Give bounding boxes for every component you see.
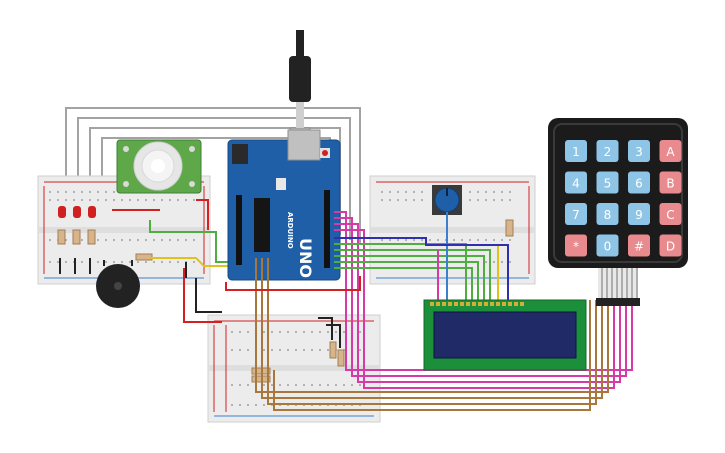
right-resistor [505,219,514,237]
keypad-key-label: 6 [635,177,643,191]
buzzer [96,260,140,308]
left-breadboard [37,175,211,285]
keypad-key-label: 5 [604,177,612,191]
red-leds [58,206,96,218]
keypad-key-D[interactable] [659,234,682,257]
keypad-key-label: 7 [572,208,580,222]
keypad-key-#[interactable] [628,234,650,257]
keypad-key-1[interactable] [565,140,587,162]
keypad-key-*[interactable] [565,234,587,257]
keypad-buttons: 1 2 3 A 4 5 6 B 7 8 9 C * 0 # D [565,140,682,257]
keypad-key-2[interactable] [596,140,619,162]
keypad-key-label: 2 [604,145,612,159]
arduino-bottom-wires [183,258,341,370]
pir-motion-sensor [116,139,202,194]
keypad-key-label: A [666,145,675,159]
pink-wires [334,211,633,389]
keypad-key-C[interactable] [659,203,682,225]
arduino-uno-board: UNO ARDUINO [227,129,341,281]
arduino-brand-label: ARDUINO [286,212,294,249]
keypad-key-4[interactable] [565,171,587,194]
keypad-key-B[interactable] [659,171,682,194]
keypad-key-3[interactable] [628,140,650,162]
keypad-key-label: * [573,240,579,254]
brown-wires [255,300,609,411]
keypad-key-label: 3 [635,145,643,159]
keypad-key-label: 9 [635,208,643,222]
keypad-key-label: # [634,240,644,254]
arduino-model-label: UNO [296,238,315,278]
keypad-key-label: 1 [572,145,580,159]
keypad-connector [596,266,640,306]
lcd-wires [225,212,509,300]
keypad-key-label: 8 [604,208,612,222]
keypad-key-0[interactable] [596,234,619,257]
keypad-key-label: 0 [604,240,612,254]
keypad-key-label: B [666,177,674,191]
potentiometer [432,185,462,215]
keypad-key-8[interactable] [596,203,619,225]
lcd-display [423,299,587,371]
left-board-wires [59,199,238,278]
keypad-key-9[interactable] [628,203,650,225]
keypad-key-label: C [666,208,674,222]
keypad-key-label: 4 [572,177,580,191]
left-resistors [57,229,153,261]
keypad-4x4: 1 2 3 A 4 5 6 B 7 8 9 C * 0 # D [548,118,688,268]
keypad-key-6[interactable] [628,171,650,194]
keypad-key-7[interactable] [565,203,587,225]
keypad-key-A[interactable] [659,140,682,162]
keypad-key-label: D [666,240,675,254]
keypad-key-5[interactable] [596,171,619,194]
bottom-breadboard [207,314,381,423]
